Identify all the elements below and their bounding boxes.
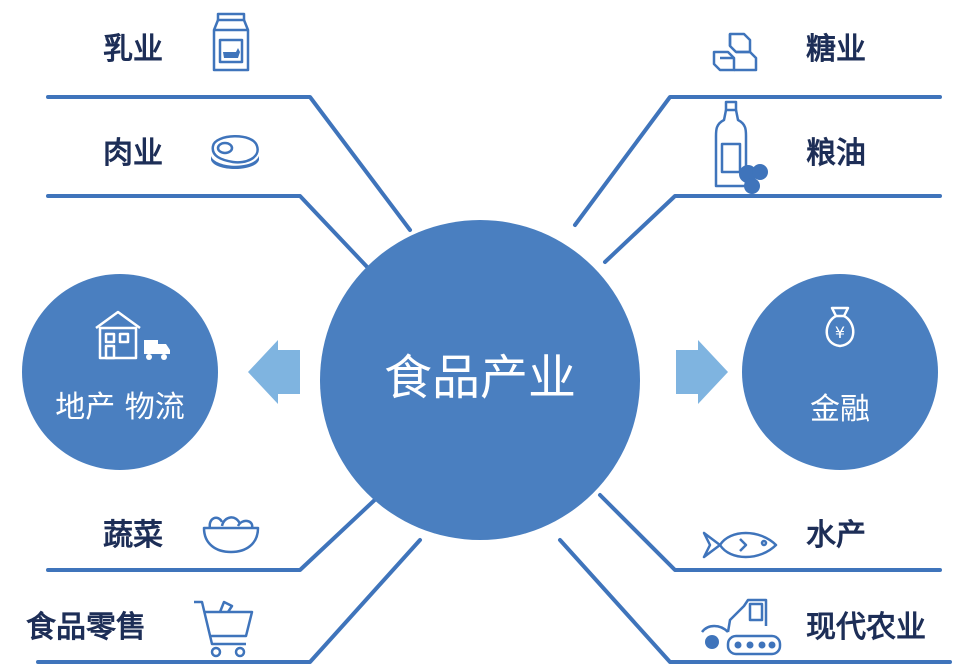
vegetables-label: 蔬菜 [103,518,163,553]
meat-label: 肉业 [103,136,163,171]
tractor-icon [701,598,782,656]
yen-symbol: ¥ [835,323,845,342]
agriculture-label: 现代农业 [806,610,926,645]
sugar-cubes-icon [712,32,758,72]
shopping-cart-icon [194,600,254,658]
left-hub-label: 地产 物流 [40,388,200,428]
line-agriculture [558,538,952,664]
line-retail [36,538,422,664]
left-arrow [248,340,300,404]
sugar-label: 糖业 [806,32,866,67]
steak-icon [211,135,259,169]
center-circle [320,220,640,540]
dairy-label: 乳业 [103,32,163,67]
right-hub-circle [742,274,938,470]
line-meat [46,194,372,272]
fish-icon [702,531,778,559]
salad-bowl-icon [202,516,260,554]
line-aquatic [598,493,942,572]
finance-label: 金融 [810,392,870,427]
line-dairy [46,95,412,232]
line-grain-oil [603,194,942,264]
aquatic-label: 水产 [806,518,866,553]
house-truck-icon [95,310,170,360]
money-bag-icon: ¥ [825,306,855,348]
real-estate-label: 地产 [55,390,116,425]
retail-label: 食品零售 [26,610,146,645]
oil-bottle-icon [714,100,768,194]
center-label: 食品产业 [383,350,576,406]
line-vegetables [46,493,382,572]
logistics-label: 物流 [124,390,185,425]
milk-carton-icon [212,12,250,72]
right-arrow [676,340,728,404]
left-hub-circle [22,274,218,470]
line-sugar [573,95,942,227]
grain-oil-label: 粮油 [806,136,866,171]
